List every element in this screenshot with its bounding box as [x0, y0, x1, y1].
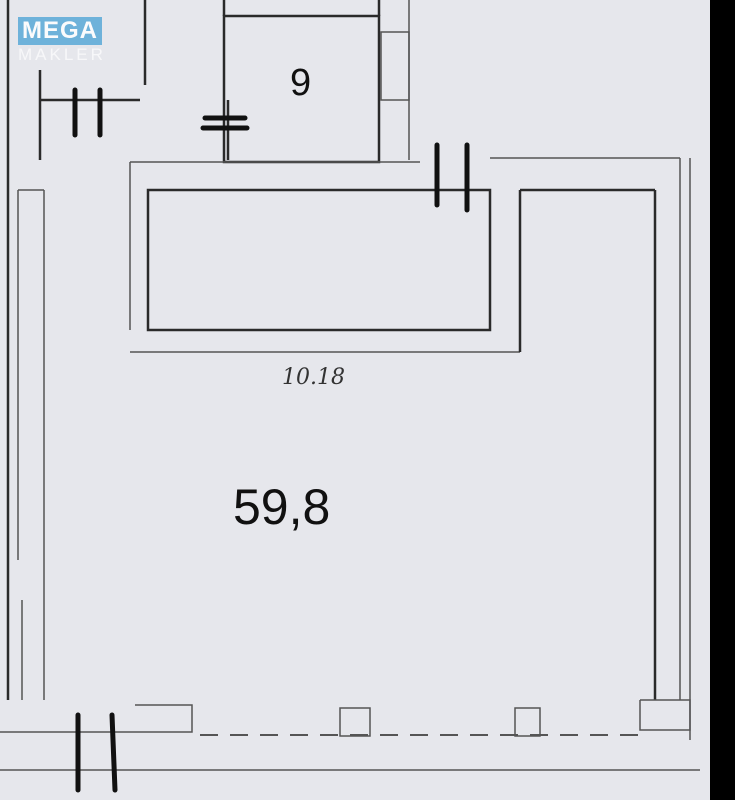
- right-walls: [639, 158, 691, 740]
- dimension-label: 10.18: [282, 365, 345, 390]
- bottom-walls: [0, 704, 700, 771]
- area-label: 59,8: [233, 479, 331, 535]
- logo-text-bottom: MAKLER: [18, 45, 106, 64]
- door-hatches: [72, 87, 470, 793]
- logo-watermark: MEGA MAKLER: [18, 17, 106, 65]
- black-border: [710, 0, 735, 800]
- left-walls: [6, 0, 147, 700]
- room-number-label: 9: [290, 62, 312, 104]
- logo-text-top: MEGA: [18, 17, 102, 45]
- room-9-walls: [222, 0, 410, 164]
- niche-walls: [129, 157, 680, 353]
